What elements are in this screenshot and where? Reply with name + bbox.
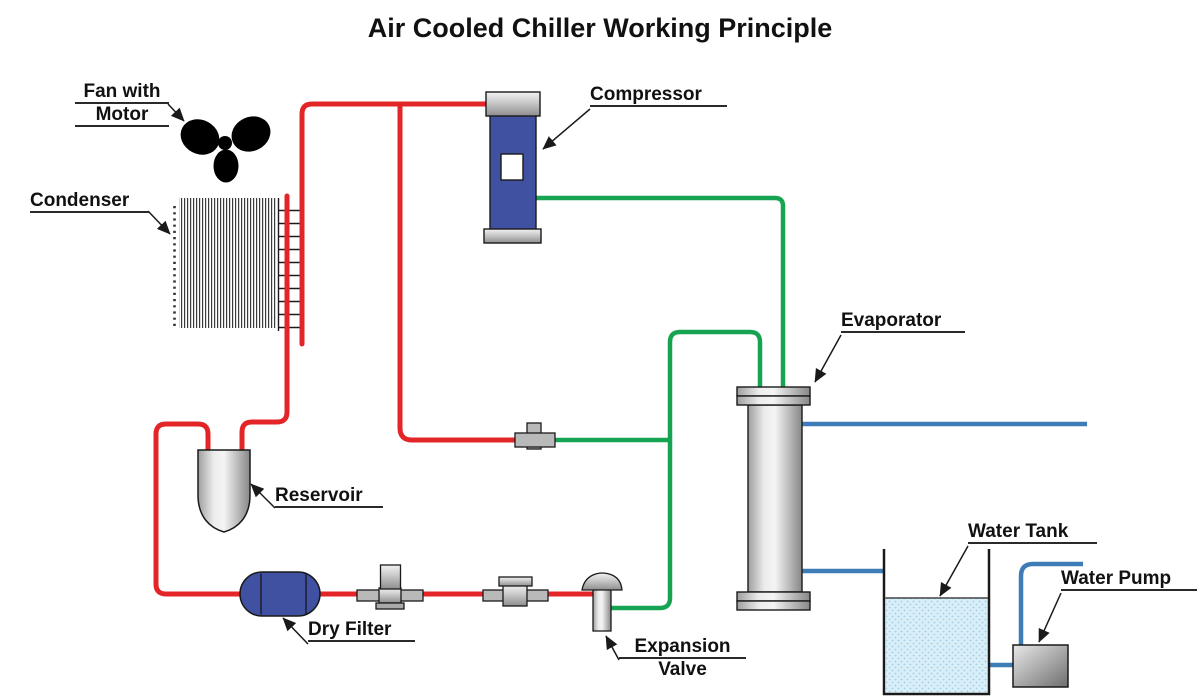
- condenser-header-rails: [277, 198, 304, 331]
- water-tank-label: Water Tank: [968, 521, 1097, 544]
- condenser-leader-arrow: [147, 210, 171, 235]
- expansion-valve-label-line2: Valve: [658, 659, 707, 680]
- diagram-title: Air Cooled Chiller Working Principle: [367, 13, 833, 43]
- dry-filter: [239, 571, 321, 617]
- water-tank: [882, 549, 991, 696]
- fan-blade-bottom: [213, 149, 239, 183]
- water-pump-label-text: Water Pump: [1061, 568, 1197, 591]
- evaporator: [736, 386, 811, 611]
- reservoir-body: [197, 449, 251, 533]
- dry-filter-label: Dry Filter: [308, 619, 415, 642]
- expansion-valve-cap: [581, 572, 623, 591]
- reservoir-label-text: Reservoir: [275, 485, 383, 508]
- sight-glass-stem: [379, 564, 402, 590]
- fitting-horizontal: [514, 432, 556, 448]
- fan-label-line2: Motor: [75, 104, 169, 127]
- evaporator-label-text: Evaporator: [841, 310, 965, 333]
- condenser: [173, 198, 304, 331]
- solenoid-valve-body: [502, 584, 528, 607]
- pipe-reservoir-to-dryfilter: [153, 421, 247, 597]
- hot-refrigerant-pipes: [153, 101, 598, 597]
- reservoir: [197, 449, 251, 533]
- water-pump-leader-arrow: [1038, 592, 1062, 643]
- pipe-hot-branch-to-fitting: [397, 103, 520, 443]
- expansion-valve: [581, 572, 623, 632]
- cold-refrigerant-pipes: [533, 195, 786, 611]
- water-tank-leader-arrow: [939, 545, 969, 597]
- evaporator-bottom-cap: [736, 600, 811, 611]
- fan-leader-arrow: [167, 103, 185, 122]
- water-tank-label-text: Water Tank: [968, 521, 1097, 544]
- fan-blade-right: [231, 116, 271, 152]
- fan-label: Fan with Motor: [75, 81, 169, 127]
- fan-with-motor-icon: [180, 116, 271, 183]
- expansion-valve-label-line1: Expansion: [619, 636, 746, 659]
- compressor-top-cap: [485, 91, 541, 117]
- pipe-expansion-to-evaporator: [607, 329, 763, 611]
- condenser-label: Condenser: [30, 190, 149, 213]
- expansion-valve-label: Expansion Valve: [619, 636, 746, 680]
- water-pump-label: Water Pump: [1061, 568, 1197, 591]
- water-pump: [1012, 644, 1069, 688]
- fan-hub: [218, 136, 232, 150]
- pipe-compressor-to-condenser: [299, 101, 490, 347]
- expansion-valve-leader-arrow: [605, 635, 620, 661]
- expansion-valve-stem: [592, 588, 612, 632]
- sight-glass-valve: [356, 564, 424, 610]
- reservoir-leader-arrow: [250, 483, 276, 509]
- line-fitting: [514, 422, 556, 450]
- dry-filter-body: [239, 571, 321, 617]
- compressor-leader-arrow: [542, 108, 591, 150]
- evaporator-label: Evaporator: [841, 310, 965, 333]
- condenser-header-rungs: [278, 209, 303, 329]
- evaporator-top-flange: [736, 395, 811, 406]
- compressor: [483, 91, 542, 244]
- water-pipes: [802, 421, 1087, 668]
- solenoid-valve: [482, 576, 549, 607]
- evaporator-top-cap: [736, 386, 811, 397]
- compressor-label-text: Compressor: [590, 84, 727, 107]
- condenser-fins: [179, 198, 277, 328]
- water-tank-water-texture: [886, 598, 988, 693]
- compressor-window: [500, 153, 524, 181]
- leader-lines: [147, 103, 1062, 661]
- evaporator-body: [747, 404, 803, 593]
- compressor-label: Compressor: [590, 84, 727, 107]
- water-pump-body: [1012, 644, 1069, 688]
- dry-filter-leader-arrow: [282, 617, 309, 645]
- sight-glass-center: [378, 587, 402, 604]
- condenser-label-text: Condenser: [30, 190, 149, 213]
- pipe-condenser-to-reservoir: [239, 193, 290, 459]
- evaporator-leader-arrow: [814, 334, 842, 383]
- solenoid-valve-cap: [498, 576, 533, 587]
- sight-glass-foot: [375, 602, 405, 610]
- pipe-evaporator-to-compressor: [533, 195, 786, 393]
- compressor-bottom-cap: [483, 228, 542, 244]
- fan-label-line1: Fan with: [75, 81, 169, 104]
- fan-blade-left: [180, 119, 220, 155]
- dry-filter-label-text: Dry Filter: [308, 619, 415, 642]
- pipe-pump-discharge: [1018, 561, 1083, 646]
- evaporator-bottom-flange: [736, 591, 811, 602]
- reservoir-label: Reservoir: [275, 485, 383, 508]
